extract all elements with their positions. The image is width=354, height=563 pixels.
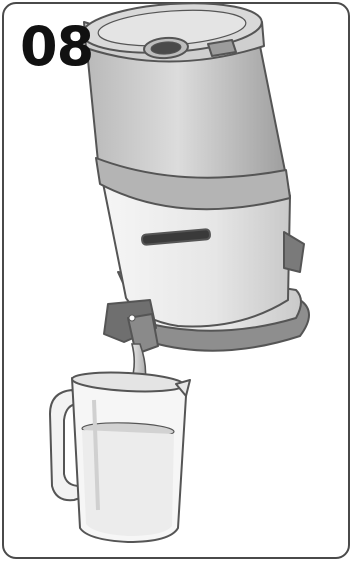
- juicer-spout-hole: [129, 315, 135, 321]
- step-number: 08: [20, 20, 93, 74]
- juicer-side-fin: [284, 232, 304, 272]
- juicer: [81, 0, 309, 354]
- measuring-jug: [50, 370, 190, 542]
- juicer-lid-latch: [208, 40, 236, 56]
